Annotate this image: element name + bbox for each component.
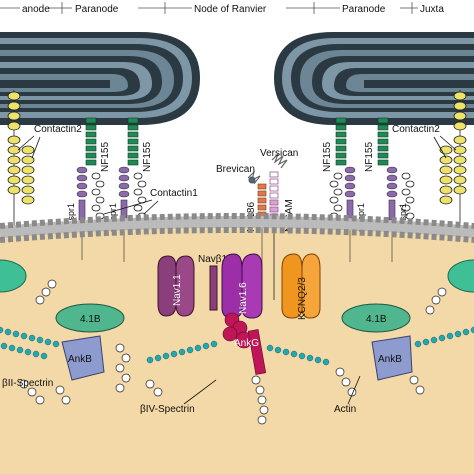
region-label-juxtaparanode-right: Juxta (420, 4, 444, 15)
label-biv-spectrin: βIV-Spectrin (140, 404, 195, 415)
region-label-paranode-right: Paranode (342, 4, 386, 15)
label-versican: Versican (260, 148, 298, 159)
label-nf155-c: NF155 (322, 142, 333, 172)
label-nf155-b: NF155 (142, 142, 153, 172)
contactin1-pointer-lines (103, 199, 159, 215)
caspr1-chain-right-a (344, 166, 356, 262)
region-label-node: Node of Ranvier (194, 4, 267, 15)
protein-41b-left (55, 303, 125, 333)
label-ankb-right: AnkB (378, 354, 402, 365)
label-bii-spectrin: βII-Spectrin (2, 378, 53, 389)
label-nav16: Nav1.6 (238, 282, 249, 314)
region-label-juxtaparanode-left: anode (22, 4, 50, 15)
juxtaparanode-complex-left (0, 259, 27, 293)
label-brevican: Brevican (216, 164, 255, 175)
label-41b-left: 4.1B (80, 314, 101, 325)
kcnq-channel (281, 253, 321, 319)
brevican (247, 170, 261, 185)
label-actin: Actin (334, 404, 356, 415)
contactin1-chain-left-a (91, 172, 105, 220)
caspr1-chain-left-b (118, 166, 130, 262)
nf155-chain-a (85, 117, 97, 166)
label-ankb-left: AnkB (68, 354, 92, 365)
contactin2-chain-right (439, 90, 467, 230)
nf155-chain-d (377, 117, 389, 166)
label-caspr1-a: Caspr1 (66, 203, 76, 232)
label-caspr1-d: Caspr1 (398, 203, 408, 232)
label-ankg: AnkG (234, 338, 259, 349)
label-nf155-a: NF155 (100, 142, 111, 172)
actin-filament-left (0, 326, 60, 360)
biv-spectrin-strands (145, 287, 447, 425)
label-nf155-d: NF155 (364, 142, 375, 172)
label-nav11: Nav1.1 (172, 274, 183, 306)
label-41b-right: 4.1B (366, 314, 387, 325)
spectrin-pointer-lines (183, 375, 361, 405)
contactin2-chain-left (7, 90, 35, 230)
nav16-channel (221, 253, 263, 319)
juxtaparanode-complex-right (447, 259, 474, 293)
contactin1-chain-right-a (329, 172, 343, 220)
ankg-complex (222, 312, 267, 375)
contactin1-chain-right-b (401, 172, 415, 220)
nf155-chain-b (127, 117, 139, 166)
actin-filament-center (146, 340, 330, 366)
region-header (0, 2, 418, 14)
contactin2-pointer-lines (17, 135, 457, 159)
caspr1-chain-left-a (76, 166, 88, 260)
nav11-channel (157, 255, 195, 317)
bii-spectrin-strands (19, 279, 131, 405)
membrane-lower-heads (0, 227, 474, 243)
protein-41b-right (341, 303, 411, 333)
label-contactin2-left: Contactin2 (34, 124, 82, 135)
label-contactin1: Contactin1 (150, 188, 198, 199)
membrane-upper-heads (0, 213, 474, 229)
actin-filament-right (414, 326, 474, 348)
label-kcnq: KCNQ2/3 (297, 277, 308, 320)
cell-membrane (0, 213, 474, 243)
region-label-paranode-left: Paranode (75, 4, 119, 15)
myelin-sheath-right (274, 32, 474, 125)
contactin1-chain-left-b (133, 172, 147, 220)
label-navb1: Navβ1 (198, 254, 228, 265)
myelin-sheath-left (0, 32, 200, 125)
label-contactin2-right: Contactin2 (392, 124, 440, 135)
ankb-right (371, 335, 413, 381)
navb1-subunit (209, 265, 218, 311)
ankb-left (61, 335, 105, 381)
nf155-chain-c (335, 117, 347, 166)
versican (271, 153, 288, 169)
